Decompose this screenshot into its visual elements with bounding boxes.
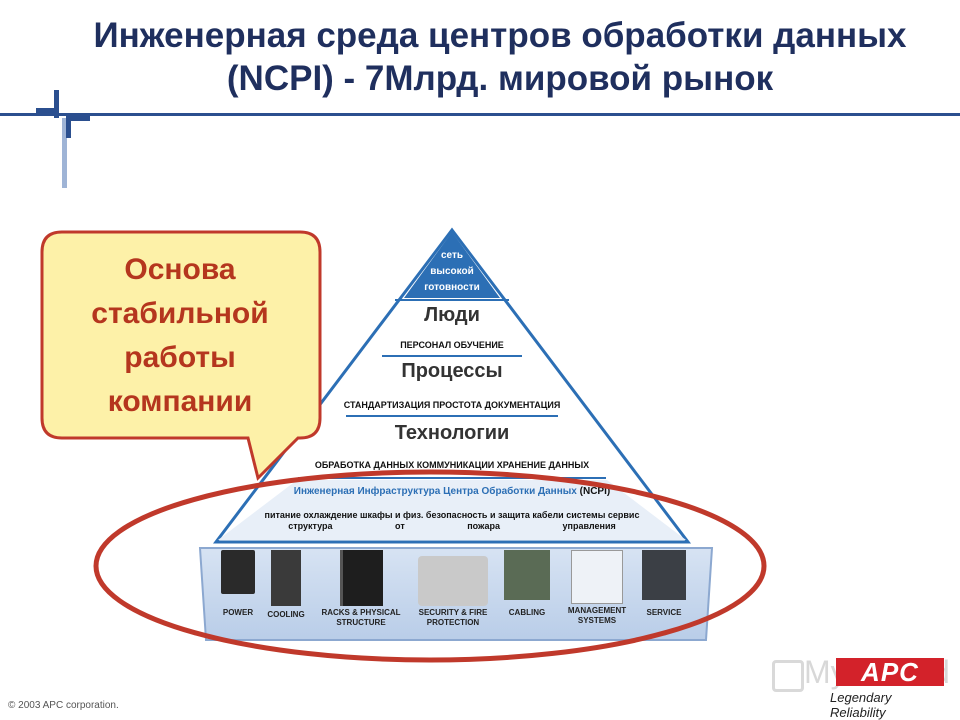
title-line-1: Инженерная среда центров обработки данны… <box>93 16 907 55</box>
security-image <box>418 556 488 606</box>
cross-decoration-icon <box>36 90 90 188</box>
product-cabling: CABLING <box>502 550 552 617</box>
technologies-title: Технологии <box>394 422 510 444</box>
callout-line-4: компании <box>107 385 253 418</box>
people-title: Люди <box>424 304 480 326</box>
page-title: Инженерная среда центров обработки данны… <box>40 14 960 100</box>
copyright: © 2003 APC corporation. <box>8 700 119 711</box>
technologies-items: ОБРАБОТКА ДАННЫХ КОММУНИКАЦИИ ХРАНЕНИЕ Д… <box>314 460 590 470</box>
ncpi-title: Инженерная Инфраструктура Центра Обработ… <box>242 486 662 497</box>
apc-logo: MyShared APC Legendary Reliability <box>768 650 950 720</box>
callout-line-1: Основа <box>124 253 236 286</box>
product-management: MANAGEMENT SYSTEMS <box>560 550 634 626</box>
product-service: SERVICE <box>636 550 692 617</box>
logo-text: APC <box>836 658 944 686</box>
product-power: POWER <box>218 550 258 617</box>
callout-line-3: работы <box>124 341 236 374</box>
ncpi-items-line-1: питание охлаждение шкафы и физ. безопасн… <box>264 510 640 520</box>
racks-label: RACKS & PHYSICAL STRUCTURE <box>321 608 401 627</box>
title-line-2: (NCPI) - 7Млрд. мировой рынок <box>226 59 774 98</box>
service-label: SERVICE <box>646 608 682 617</box>
cabling-label: CABLING <box>508 608 546 617</box>
processes-items: СТАНДАРТИЗАЦИЯ ПРОСТОТА ДОКУМЕНТАЦИЯ <box>343 400 561 410</box>
power-label: POWER <box>222 608 254 617</box>
watermark-icon <box>772 660 804 692</box>
apex-line-1: сеть <box>440 250 464 261</box>
cabling-image <box>504 550 550 600</box>
callout-bubble <box>40 230 322 481</box>
security-label: SECURITY & FIRE PROTECTION <box>418 608 488 627</box>
pyramid-apex: сеть высокой готовности <box>402 248 502 296</box>
processes-title: Процессы <box>401 360 503 382</box>
logo-tagline: Legendary Reliability <box>830 690 892 720</box>
cooling-label: COOLING <box>267 610 305 619</box>
management-label: MANAGEMENT SYSTEMS <box>567 606 627 625</box>
power-image <box>221 550 255 594</box>
product-racks: RACKS & PHYSICAL STRUCTURE <box>318 550 404 628</box>
ncpi-title-text: Инженерная Инфраструктура Центра Обработ… <box>293 486 577 497</box>
ncpi-items-line-2: структура от пожара управления <box>288 521 616 531</box>
ncpi-abbr: (NCPI) <box>579 486 611 497</box>
people-items: ПЕРСОНАЛ ОБУЧЕНИЕ <box>400 340 504 350</box>
callout-text: Основа стабильной работы компании <box>60 248 300 424</box>
apex-line-2: высокой <box>430 266 474 277</box>
header-divider <box>0 113 960 116</box>
product-security: SECURITY & FIRE PROTECTION <box>408 550 498 628</box>
management-image <box>571 550 623 604</box>
apex-line-3: готовности <box>424 282 480 293</box>
racks-image <box>339 550 383 606</box>
cooling-image <box>271 550 301 606</box>
callout-line-2: стабильной <box>91 297 269 330</box>
ncpi-highlight-ellipse <box>93 469 767 663</box>
product-strip: POWER COOLING RACKS & PHYSICAL STRUCTURE… <box>214 550 694 636</box>
product-cooling: COOLING <box>264 550 308 619</box>
service-image <box>642 550 686 600</box>
